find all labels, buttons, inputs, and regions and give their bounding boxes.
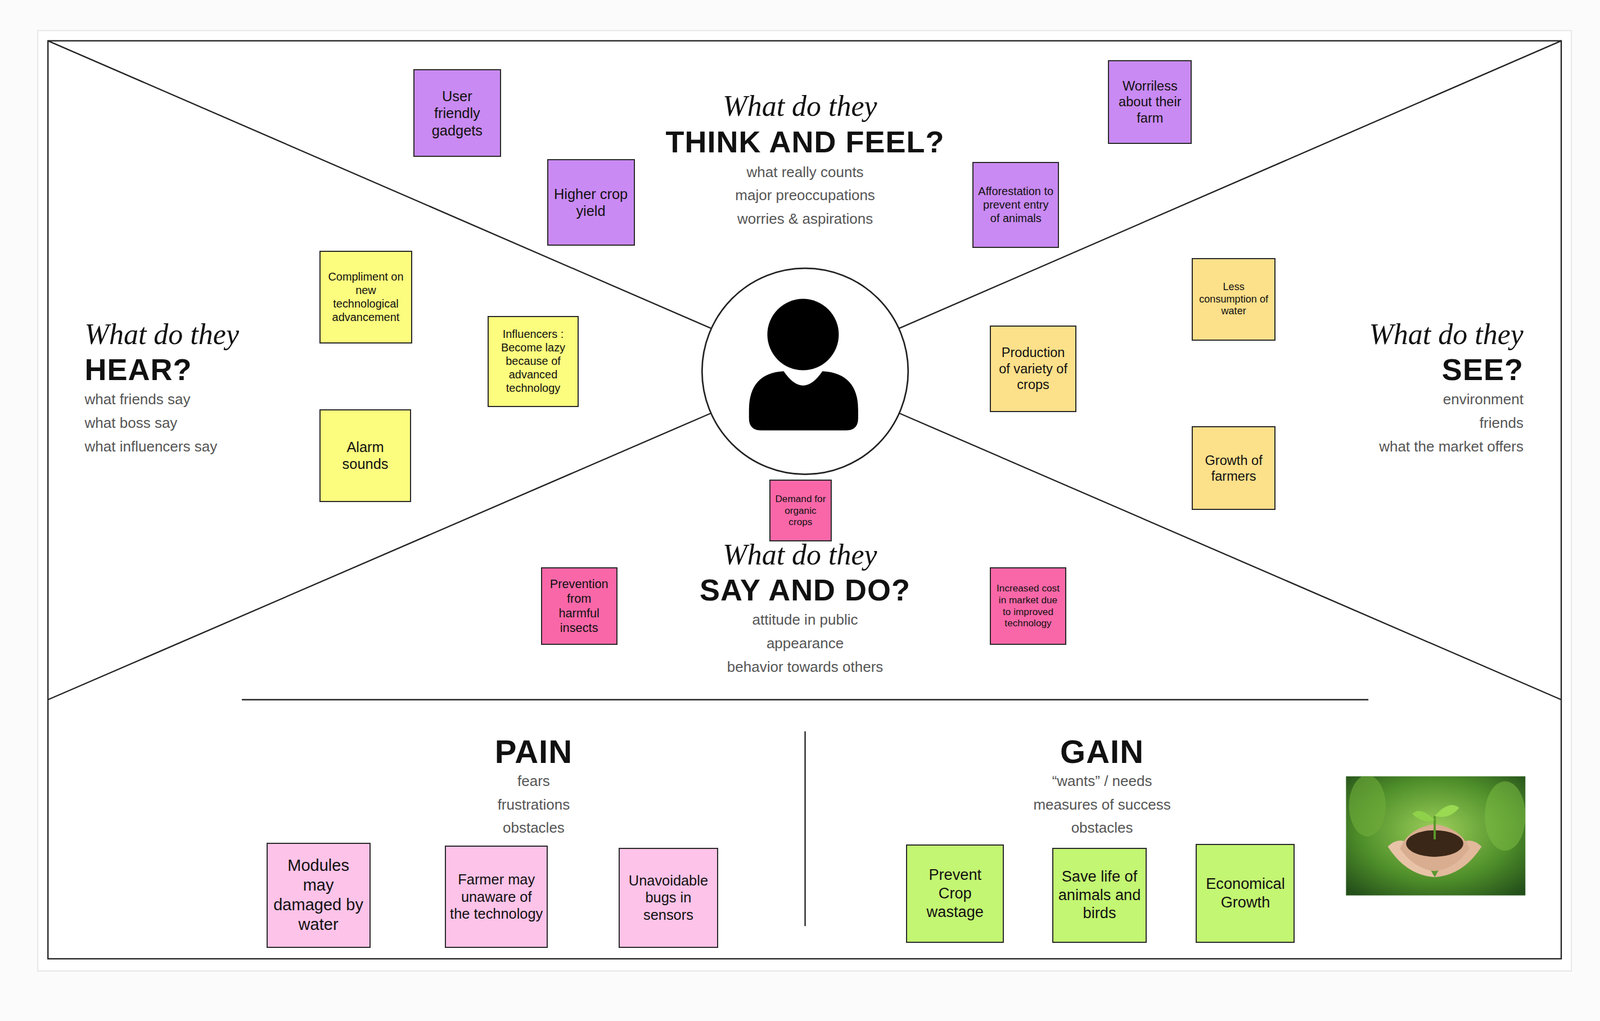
photo-bokeh bbox=[1349, 776, 1386, 837]
page-sheet bbox=[37, 30, 1572, 972]
section-intro: What do they bbox=[722, 538, 877, 572]
note-text: Demand for organic crops bbox=[773, 493, 828, 529]
section-hint: what really counts bbox=[746, 164, 864, 182]
section-hint: appearance bbox=[766, 635, 844, 653]
sticky-note: Afforestation to prevent entry of animal… bbox=[972, 161, 1059, 248]
note-text: Production of variety of crops bbox=[994, 344, 1072, 393]
section-hint: what influencers say bbox=[84, 438, 218, 456]
note-text: Afforestation to prevent entry of animal… bbox=[976, 185, 1055, 226]
photo-bokeh bbox=[1484, 781, 1526, 851]
sticky-note: Prevention from harmful insects bbox=[541, 567, 618, 646]
persona-circle bbox=[701, 268, 909, 475]
seedling-photo bbox=[1345, 776, 1526, 896]
sticky-note: Demand for organic crops bbox=[769, 479, 832, 543]
sticky-note: Alarm sounds bbox=[319, 409, 412, 503]
sticky-note: Compliment on new technological advancem… bbox=[319, 250, 413, 344]
sticky-note: Higher crop yield bbox=[547, 159, 635, 246]
note-text: Prevent Crop wastage bbox=[910, 866, 1000, 922]
section-heading: SEE? bbox=[1441, 352, 1524, 387]
section-hint: “wants” / needs bbox=[1052, 773, 1153, 791]
sticky-note: Prevent Crop wastage bbox=[906, 844, 1004, 943]
sticky-note: Unavoidable bugs in sensors bbox=[618, 848, 719, 949]
sticky-note: Save life of animals and birds bbox=[1052, 848, 1148, 944]
sticky-note: Economical Growth bbox=[1195, 844, 1295, 944]
sticky-note: Modules may damaged by water bbox=[266, 843, 371, 949]
divider-line bbox=[241, 699, 1369, 701]
note-text: Growth of farmers bbox=[1196, 452, 1272, 485]
note-text: Modules may damaged by water bbox=[271, 855, 367, 935]
note-text: Farmer may unaware of the technology bbox=[449, 871, 544, 923]
section-hint: fears bbox=[517, 773, 551, 791]
note-text: Prevention from harmful insects bbox=[545, 577, 614, 636]
section-hint: frustrations bbox=[497, 796, 571, 814]
sticky-note: Growth of farmers bbox=[1191, 426, 1276, 511]
sticky-note: Production of variety of crops bbox=[989, 325, 1077, 413]
section-hint: obstacles bbox=[1071, 819, 1134, 837]
note-text: Economical Growth bbox=[1200, 875, 1291, 912]
section-heading: THINK AND FEEL? bbox=[665, 124, 945, 160]
note-text: Unavoidable bugs in sensors bbox=[623, 872, 715, 924]
map-border bbox=[47, 41, 1562, 960]
section-hint: obstacles bbox=[502, 819, 565, 837]
sticky-note: Worriless about their farm bbox=[1107, 60, 1192, 144]
section-hint: attitude in public bbox=[752, 611, 859, 629]
section-hint: major preoccupations bbox=[735, 187, 876, 205]
section-hint: what boss say bbox=[84, 415, 178, 432]
section-hint: friends bbox=[1479, 415, 1524, 432]
divider-line bbox=[804, 731, 806, 927]
persona-head bbox=[767, 299, 839, 371]
section-hint: what the market offers bbox=[1378, 438, 1524, 456]
sticky-note: Farmer may unaware of the technology bbox=[444, 845, 548, 948]
note-text: Worriless about their farm bbox=[1112, 78, 1188, 126]
note-text: Less consumption of water bbox=[1196, 281, 1272, 318]
divider-line bbox=[898, 41, 1562, 329]
section-intro: What do they bbox=[722, 89, 877, 124]
section-hint: worries & aspirations bbox=[737, 210, 873, 228]
sprout-leaf bbox=[1412, 810, 1435, 822]
section-heading: GAIN bbox=[1060, 733, 1144, 772]
sticky-note: Less consumption of water bbox=[1191, 258, 1276, 341]
sprout-leaf bbox=[1434, 805, 1460, 818]
section-intro: What do they bbox=[84, 317, 240, 352]
section-heading: HEAR? bbox=[84, 352, 193, 387]
section-hint: environment bbox=[1443, 391, 1524, 409]
sticky-note: Increased cost in market due to improved… bbox=[989, 567, 1067, 646]
note-text: User friendly gadgets bbox=[417, 87, 497, 139]
divider-line bbox=[47, 413, 711, 701]
note-text: Higher crop yield bbox=[551, 185, 631, 220]
sticky-note: Influencers : Become lazy because of adv… bbox=[487, 316, 579, 407]
note-text: Save life of animals and birds bbox=[1056, 867, 1143, 923]
sticky-note: User friendly gadgets bbox=[413, 69, 502, 157]
persona-body bbox=[749, 371, 859, 431]
note-text: Alarm sounds bbox=[323, 438, 407, 473]
section-hint: behavior towards others bbox=[727, 659, 883, 676]
note-text: Increased cost in market due to improved… bbox=[994, 582, 1062, 630]
divider-line bbox=[898, 413, 1562, 701]
section-heading: SAY AND DO? bbox=[699, 572, 911, 608]
note-text: Influencers : Become lazy because of adv… bbox=[492, 327, 574, 396]
section-intro: What do they bbox=[1369, 317, 1524, 352]
section-heading: PAIN bbox=[494, 733, 573, 772]
note-text: Compliment on new technological advancem… bbox=[323, 270, 408, 325]
section-hint: what friends say bbox=[84, 391, 191, 409]
section-hint: measures of success bbox=[1033, 796, 1171, 814]
